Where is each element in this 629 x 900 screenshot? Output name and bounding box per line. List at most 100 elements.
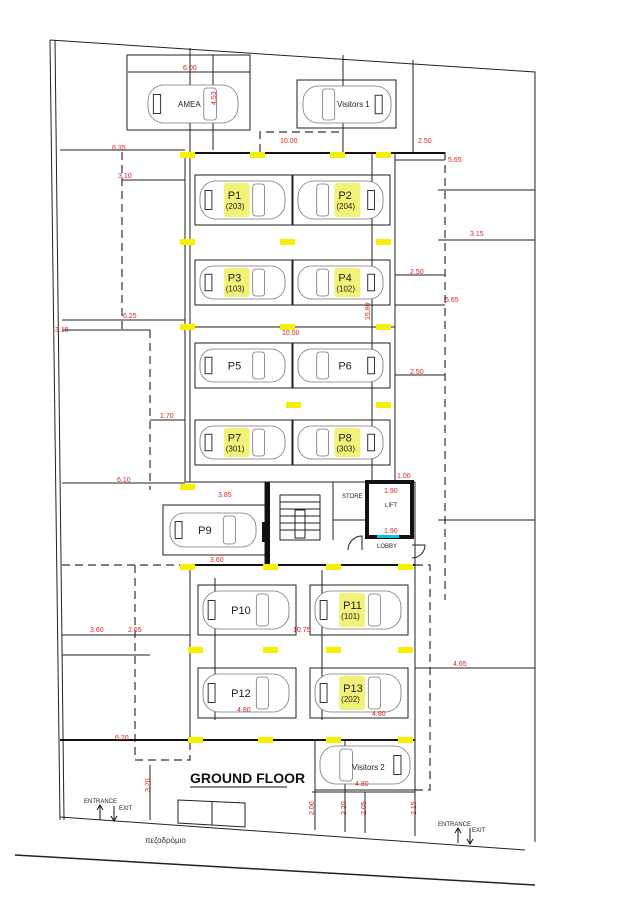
- parking-space-p12[interactable]: P12: [197, 667, 297, 719]
- entrance-exit-left: ENTRANCE EXIT: [84, 799, 133, 822]
- space-label: P6: [338, 361, 351, 373]
- car-icon: [169, 512, 257, 548]
- dimension-label: 4.53: [211, 91, 218, 105]
- column-marker: [398, 737, 413, 743]
- parking-space-p3[interactable]: P3(103): [194, 259, 293, 306]
- space-unit: (202): [341, 695, 360, 704]
- column-marker: [180, 564, 195, 570]
- dimension-label: 6.10: [117, 477, 131, 484]
- parking-space-p8[interactable]: P8(303): [292, 419, 391, 466]
- space-label: P8: [338, 433, 351, 445]
- dimension-label: 3.60: [210, 557, 224, 564]
- arrow-up-icon: [96, 804, 104, 820]
- dimension-label: 10.00: [280, 138, 298, 145]
- visitors-2-space: [314, 739, 416, 791]
- dimension-label: 4.80: [237, 707, 251, 714]
- parking-space-p6[interactable]: P6: [292, 342, 391, 389]
- dimension-label: 2.20: [341, 801, 348, 815]
- lobby-door[interactable]: [411, 544, 426, 559]
- car-icon: [302, 85, 392, 124]
- store-label: STORE: [342, 494, 363, 500]
- highlight: [223, 183, 250, 217]
- visitors-2-label: Visitors 2: [352, 763, 385, 772]
- dimension-label: 3.15: [55, 327, 69, 334]
- parking-space-p2[interactable]: P2(204): [292, 174, 391, 226]
- car-icon: [297, 348, 384, 383]
- parking-space-p11[interactable]: P11(101): [309, 584, 409, 636]
- arrow-down-icon: [466, 828, 474, 845]
- lift-label: LIFT: [385, 503, 398, 509]
- street-label: πεζοδρόμιο: [145, 836, 186, 845]
- column-marker: [250, 152, 265, 158]
- entrance-exit-right: ENTRANCE EXIT: [438, 822, 486, 845]
- space-unit: (301): [226, 445, 245, 454]
- dimension-label: 1.90: [384, 528, 398, 535]
- car-icon: [199, 348, 286, 383]
- dimension-label: 15.80: [365, 302, 372, 320]
- space-unit: (203): [226, 202, 245, 211]
- parking-space-p1[interactable]: P1(203): [194, 174, 293, 226]
- entrance-label: ENTRANCE: [438, 822, 471, 828]
- dimension-label: 10.75: [293, 627, 311, 634]
- arrow-up-icon: [454, 827, 462, 843]
- column-marker: [376, 239, 391, 245]
- space-label: P1: [228, 190, 241, 202]
- dimension-label: 6.35: [112, 145, 126, 152]
- column-marker: [258, 737, 273, 743]
- parking-space-p13[interactable]: P13(202): [309, 667, 409, 719]
- column-marker: [188, 737, 203, 743]
- visitors-1-label: Visitors 1: [337, 100, 370, 109]
- column-marker: [188, 647, 203, 653]
- dimension-label: 1.70: [160, 413, 174, 420]
- parking-space-p9[interactable]: P9: [169, 512, 257, 548]
- dimension-label: 3.60: [90, 627, 104, 634]
- dimension-label: 4.65: [453, 661, 467, 668]
- parking-space-p4[interactable]: P4(102): [292, 259, 391, 306]
- main-block: [60, 149, 535, 669]
- dimension-label: 3.20: [145, 778, 152, 792]
- column-marker: [263, 647, 278, 653]
- dimension-label: 5.65: [448, 157, 462, 164]
- arrow-down-icon: [110, 806, 118, 822]
- column-marker: [326, 647, 341, 653]
- column-marker: [180, 324, 195, 330]
- amea-label: AMEA: [178, 100, 201, 109]
- space-unit: (303): [336, 445, 355, 454]
- dimension-label: 1.90: [384, 488, 398, 495]
- dimension-label: 10.00: [282, 330, 300, 337]
- dimension-label: 3.15: [470, 231, 484, 238]
- dimension-label: 2.05: [361, 801, 368, 815]
- dimension-label: 4.80: [355, 781, 369, 788]
- parking-space-p7[interactable]: P7(301): [194, 419, 293, 466]
- space-label: P11: [343, 600, 362, 612]
- highlight: [223, 428, 250, 457]
- highlight: [334, 428, 361, 457]
- highlight: [339, 593, 366, 627]
- entrance-label: ENTRANCE: [84, 799, 117, 805]
- gate: [177, 799, 246, 828]
- lift-door[interactable]: [377, 535, 399, 538]
- column-marker: [180, 152, 195, 158]
- dimension-label: 2.00: [309, 801, 316, 815]
- store-door[interactable]: [347, 535, 363, 551]
- space-label: P7: [228, 433, 241, 445]
- space-label: P10: [231, 605, 251, 617]
- dimension-label: 1.00: [397, 473, 411, 480]
- stairs: [279, 494, 321, 541]
- space-label: P4: [338, 273, 351, 285]
- amea-space: [126, 54, 251, 131]
- dimension-label: 2.50: [410, 369, 424, 376]
- column-marker: [180, 239, 195, 245]
- parking-space-p5[interactable]: P5: [194, 342, 293, 389]
- column-marker: [376, 152, 391, 158]
- parking-space-p10[interactable]: P10: [197, 584, 297, 636]
- column-marker: [280, 324, 295, 330]
- space-unit: (102): [336, 285, 355, 294]
- dimension-label: 2.50: [410, 269, 424, 276]
- dimension-label: 5.65: [445, 297, 459, 304]
- dimension-label: 2.50: [418, 138, 432, 145]
- space-label: P9: [198, 525, 211, 537]
- column-marker: [263, 564, 278, 570]
